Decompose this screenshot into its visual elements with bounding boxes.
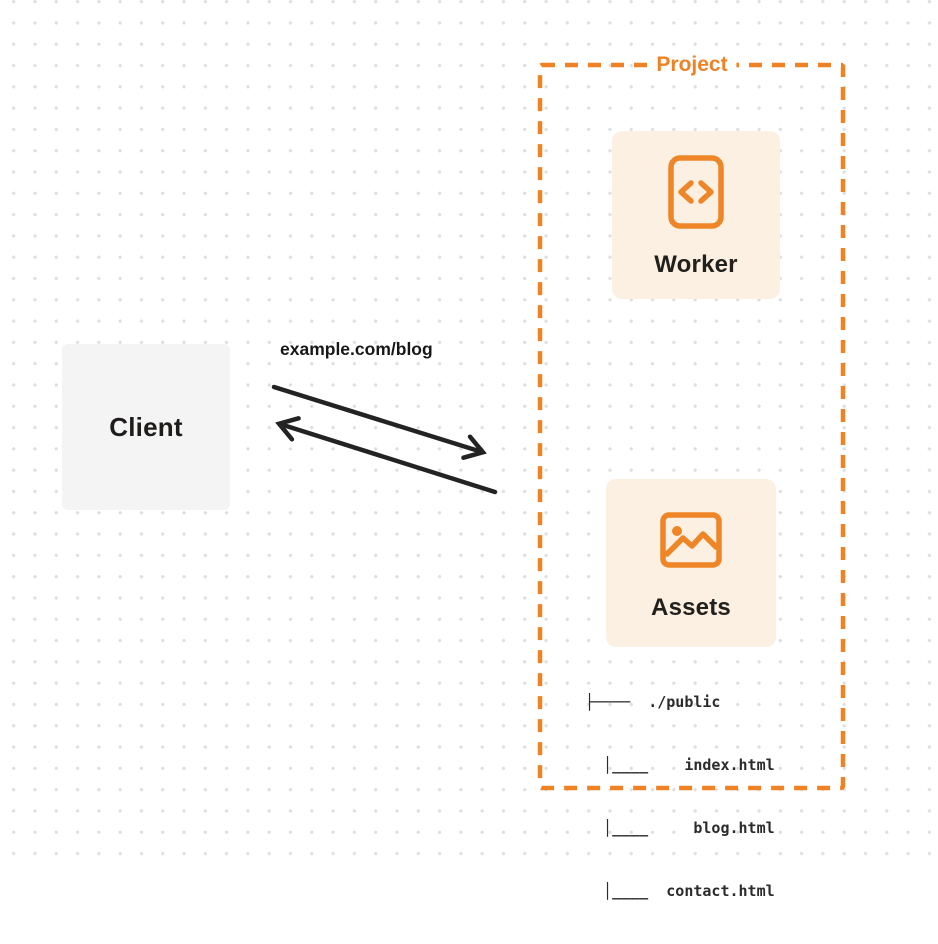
file-tree-line: │____ contact.html (585, 882, 775, 900)
response-arrow (275, 416, 498, 495)
image-icon (660, 512, 722, 568)
worker-node: Worker (612, 131, 780, 299)
file-tree-line: │____ index.html (585, 756, 775, 774)
assets-file-tree: ├──── ./public │____ index.html │____ bl… (585, 650, 775, 944)
worker-label: Worker (654, 251, 738, 278)
project-boundary: Project Worker Assets (536, 52, 848, 793)
code-file-icon (668, 155, 724, 229)
request-url-label: example.com/blog (280, 339, 433, 359)
client-label: Client (109, 411, 183, 442)
project-label: Project (647, 52, 737, 78)
request-arrow (271, 384, 487, 460)
file-tree-line: │____ blog.html (585, 819, 775, 837)
file-tree-line: ├──── ./public (585, 693, 721, 711)
assets-node: Assets (606, 479, 776, 647)
diagram-canvas: Client example.com/blog Project Worker (0, 0, 938, 900)
assets-label: Assets (651, 594, 731, 621)
client-node: Client (62, 344, 230, 510)
